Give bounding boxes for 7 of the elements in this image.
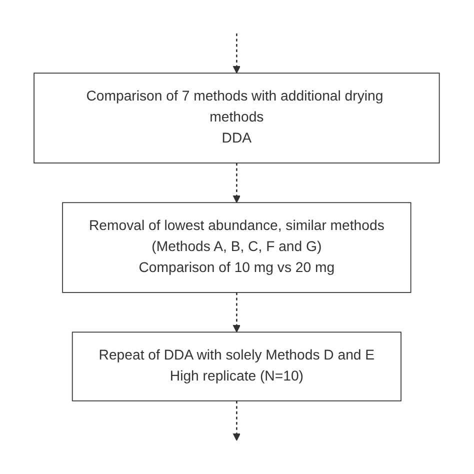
arrow bbox=[233, 33, 241, 74]
arrow bbox=[233, 162, 241, 203]
node-box: Repeat of DDA with solely Methods D and E High replicate (N=10) bbox=[72, 332, 402, 402]
node-box: Comparison of 7 methods with additional drying methods DDA bbox=[34, 72, 440, 164]
arrow bbox=[233, 400, 241, 441]
node-box: Removal of lowest abundance, similar methods (Methods A, B, C, F and G) Comparison of 10 mg vs 20 mg bbox=[62, 202, 412, 293]
arrow bbox=[233, 292, 241, 332]
